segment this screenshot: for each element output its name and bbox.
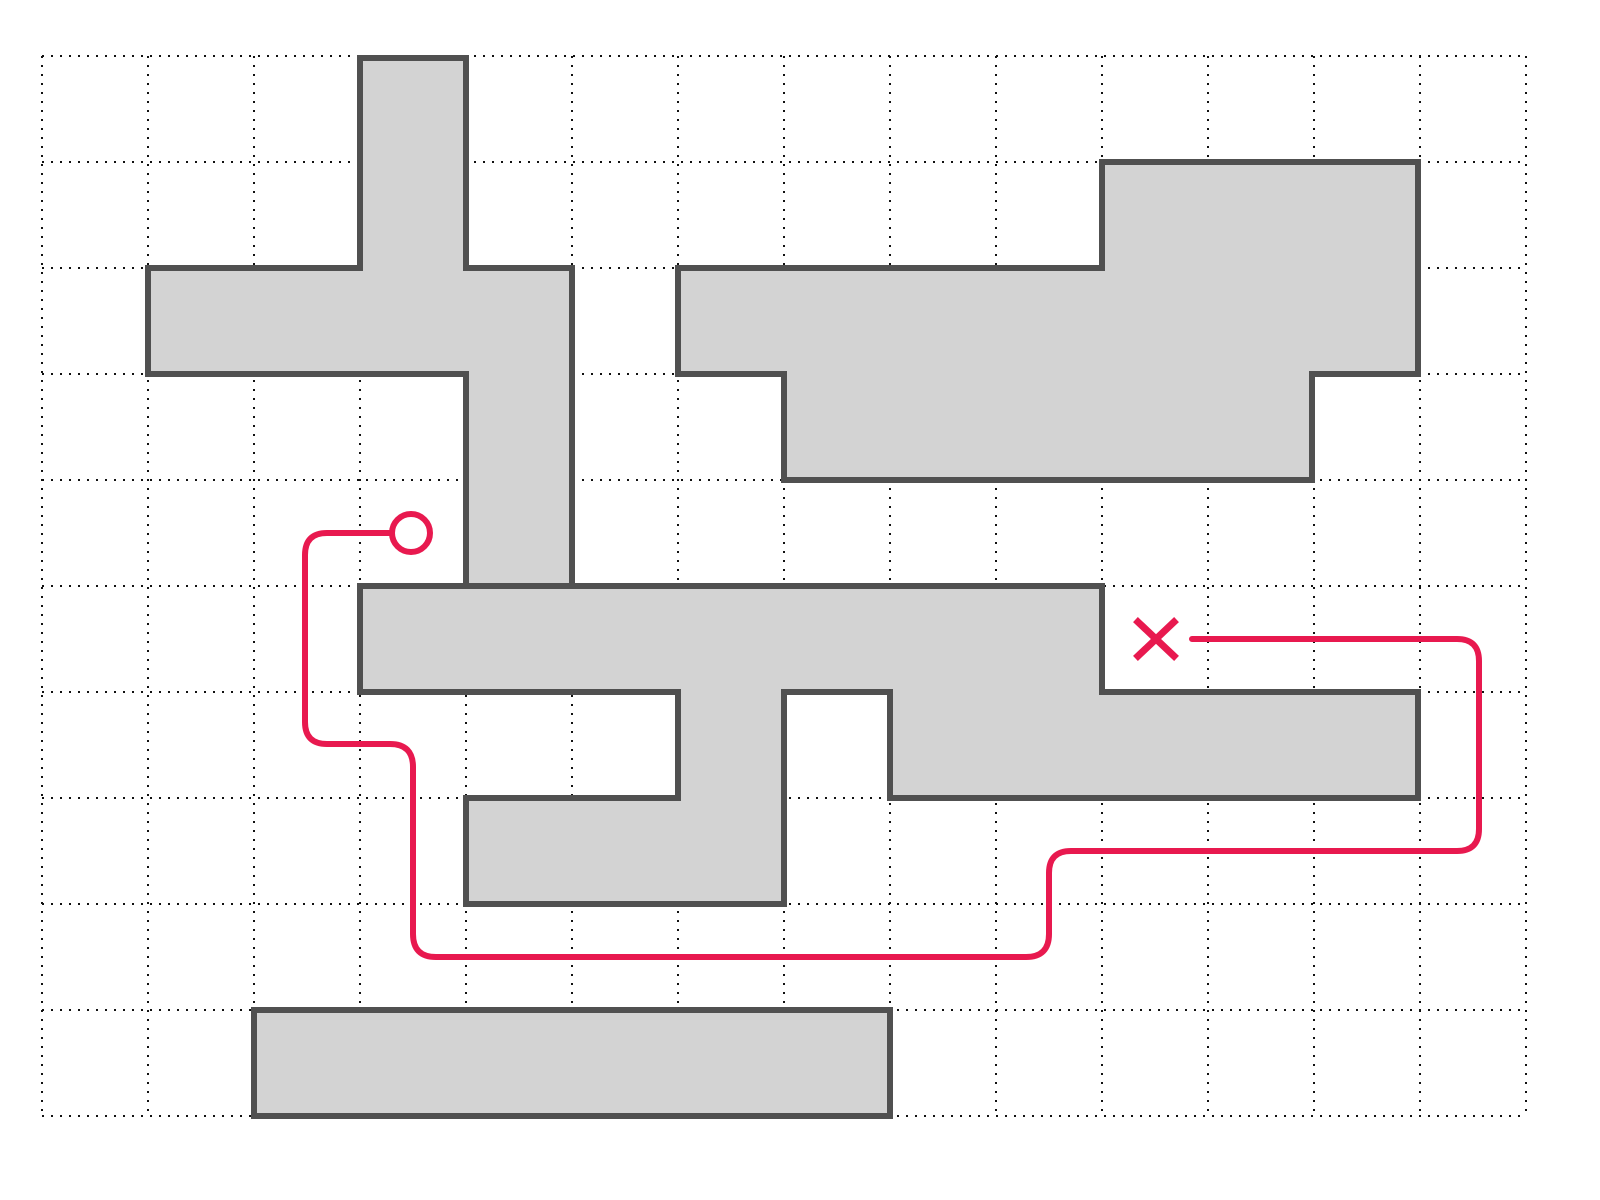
obstacle-upper-right-block bbox=[675, 159, 1421, 483]
start-marker bbox=[389, 511, 433, 555]
route-layer bbox=[302, 511, 1482, 960]
grid bbox=[41, 55, 1527, 1117]
route-path bbox=[302, 530, 1482, 960]
obstacle-middle-bar bbox=[357, 583, 1421, 907]
obstacles bbox=[145, 55, 1421, 1119]
obstacle-bottom-bar bbox=[251, 1007, 893, 1119]
end-marker bbox=[1133, 617, 1179, 661]
